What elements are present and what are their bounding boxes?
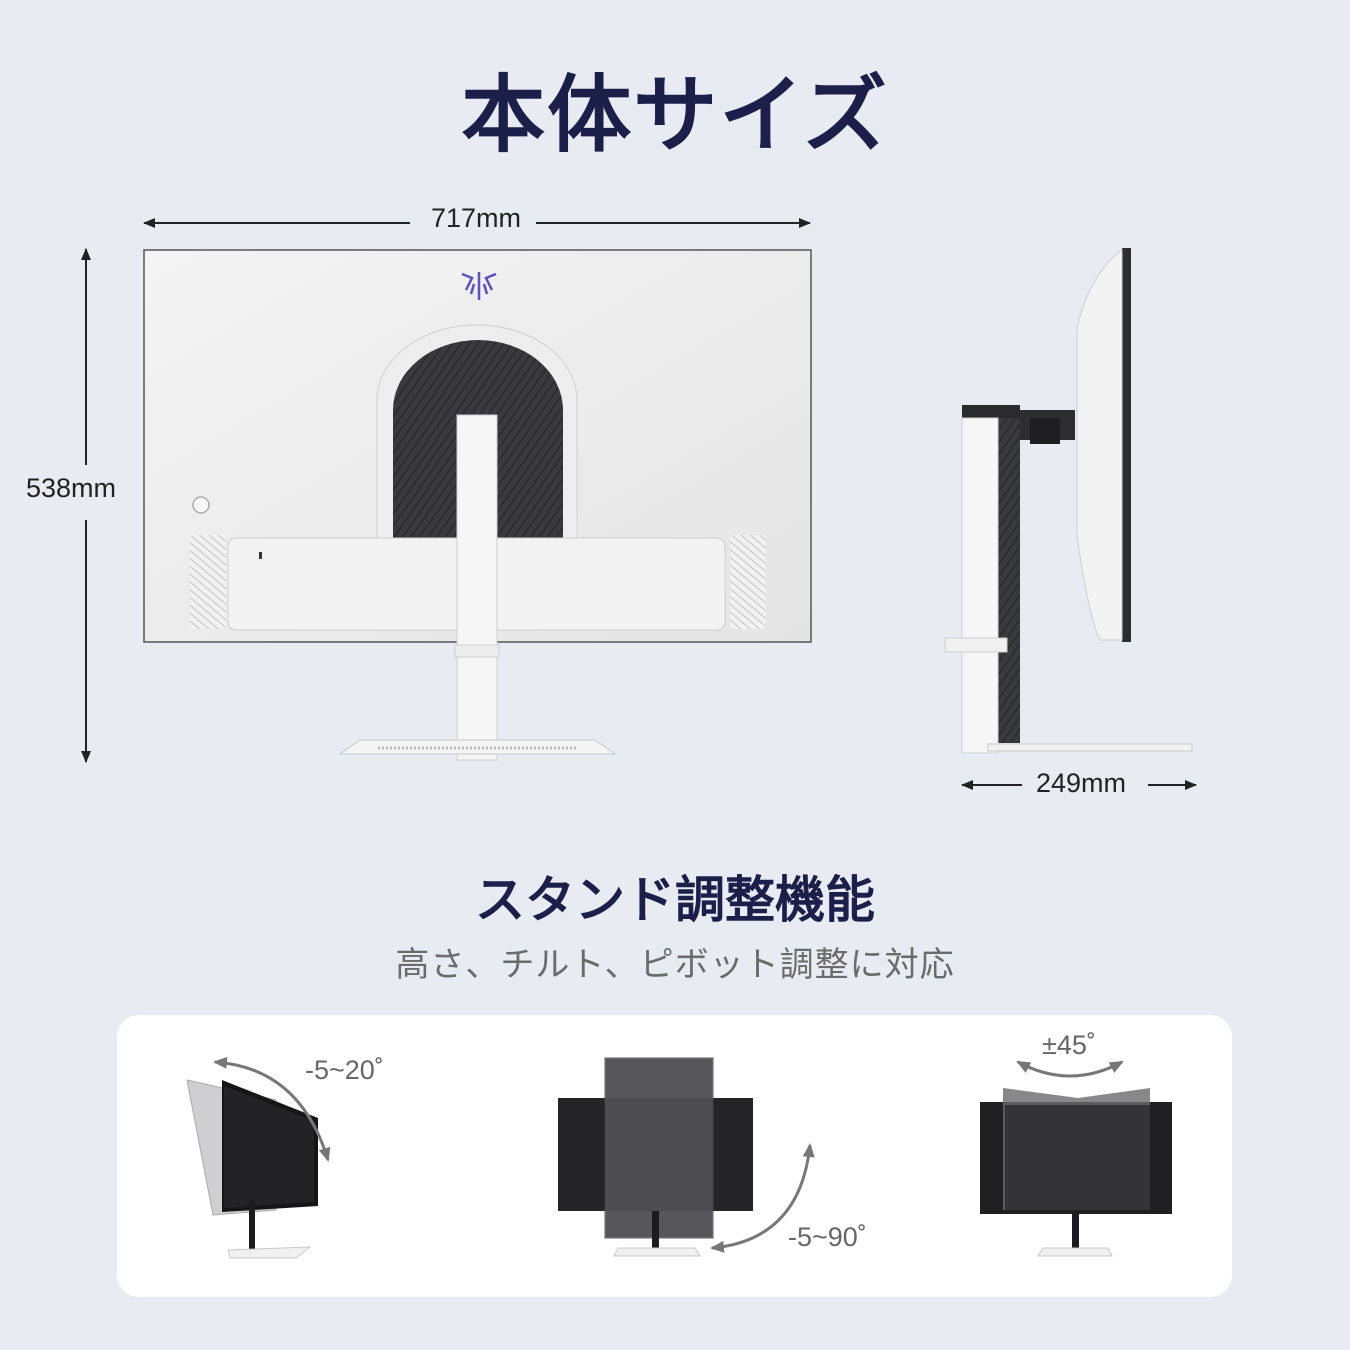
monitor-side-view	[944, 248, 1193, 754]
pivot-illustration	[558, 1057, 815, 1257]
swivel-illustration	[980, 1060, 1172, 1257]
height-dimension-label: 538mm	[22, 473, 121, 504]
page-title: 本体サイズ	[461, 66, 889, 164]
dimension-illustration	[81, 218, 1197, 790]
monitor-back-view	[143, 249, 812, 761]
depth-dimension-label: 249mm	[1026, 768, 1137, 799]
tilt-illustration	[186, 1056, 331, 1259]
pivot-range-label: -5~90˚	[788, 1222, 867, 1252]
brand-logo-icon	[461, 272, 497, 300]
width-dimension-label: 717mm	[421, 203, 532, 234]
tilt-range-label: -5~20˚	[305, 1055, 384, 1085]
stand-section-caption: 高さ、チルト、ピボット調整に対応	[395, 945, 955, 985]
stand-section-title: スタンド調整機能	[475, 871, 875, 929]
swivel-range-label: ±45˚	[1042, 1030, 1096, 1060]
